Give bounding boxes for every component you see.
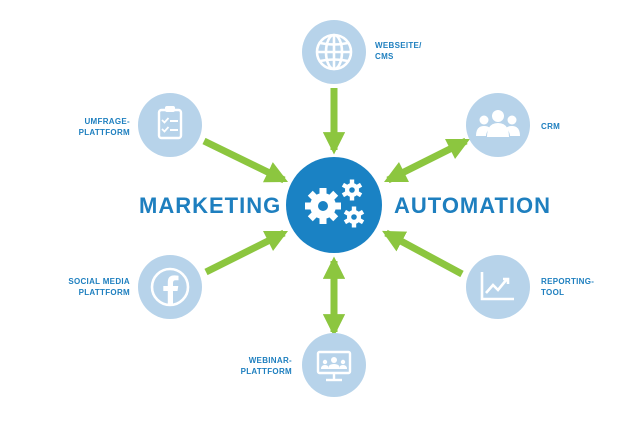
automation-word: AUTOMATION (394, 193, 552, 218)
users-group-icon (476, 110, 520, 137)
gears-icon (305, 179, 365, 228)
label-webseite: WEBSEITE/ CMS (375, 41, 422, 61)
presentation-screen-icon (316, 350, 352, 382)
clipboard-checklist-icon (157, 106, 183, 140)
node-umfrage (138, 93, 202, 157)
arrow-social (204, 229, 289, 276)
center-hub (286, 157, 382, 253)
label-umfrage: UMFRAGE- PLATTFORM (78, 117, 130, 137)
node-webinar (302, 333, 366, 397)
label-crm: CRM (541, 122, 561, 131)
marketing-word: MARKETING (139, 193, 282, 218)
arrow-reporting (382, 229, 464, 278)
node-webseite (302, 20, 366, 84)
label-social: SOCIAL MEDIA PLATTFORM (68, 277, 130, 297)
connectors (202, 88, 471, 337)
line-chart-icon (480, 272, 514, 301)
facebook-icon (150, 267, 190, 307)
globe-icon (315, 33, 353, 71)
arrow-umfrage (202, 137, 289, 184)
node-reporting (466, 255, 530, 319)
label-reporting: REPORTING- TOOL (541, 277, 595, 297)
arrow-crm (383, 137, 471, 184)
label-webinar: WEBINAR- PLATTFORM (240, 356, 292, 376)
node-social (138, 255, 202, 319)
node-crm (466, 93, 530, 157)
